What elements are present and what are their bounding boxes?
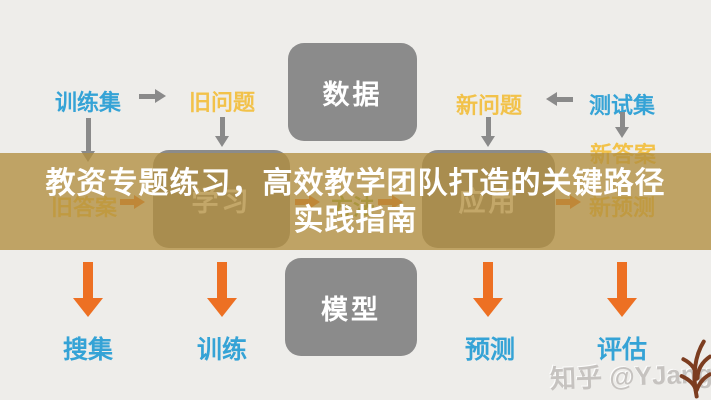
arrow-down-icon bbox=[473, 262, 503, 317]
page-title-line1: 教资专题练习，高效教学团队打造的关键路径 bbox=[45, 166, 666, 200]
arrow-down-icon bbox=[215, 117, 229, 147]
label-train-set: 训练集 bbox=[54, 90, 121, 115]
data-box: 数据 bbox=[288, 43, 417, 141]
model-box: 模型 bbox=[285, 258, 417, 356]
label-evaluate: 评估 bbox=[596, 336, 647, 364]
label-collect: 搜集 bbox=[62, 336, 113, 364]
arrow-down-icon bbox=[615, 112, 629, 138]
label-old-questions: 旧问题 bbox=[188, 90, 255, 115]
arrow-down-icon bbox=[207, 262, 237, 317]
label-train: 训练 bbox=[196, 336, 247, 364]
arrow-right-icon bbox=[139, 89, 166, 103]
arrow-down-icon bbox=[73, 262, 103, 317]
zhihu-yjango-logo-icon bbox=[679, 339, 711, 399]
label-new-questions: 新问题 bbox=[455, 93, 522, 118]
arrow-down-icon bbox=[481, 117, 495, 147]
arrow-left-icon bbox=[546, 92, 573, 106]
data-box-label: 数据 bbox=[322, 79, 383, 110]
arrow-down-icon bbox=[607, 262, 637, 317]
page-title-line2: 实践指南 bbox=[293, 203, 418, 237]
model-box-label: 模型 bbox=[321, 294, 381, 325]
title-banner: 教资专题练习，高效教学团队打造的关键路径 实践指南 bbox=[0, 153, 711, 250]
label-predict: 预测 bbox=[464, 336, 515, 364]
